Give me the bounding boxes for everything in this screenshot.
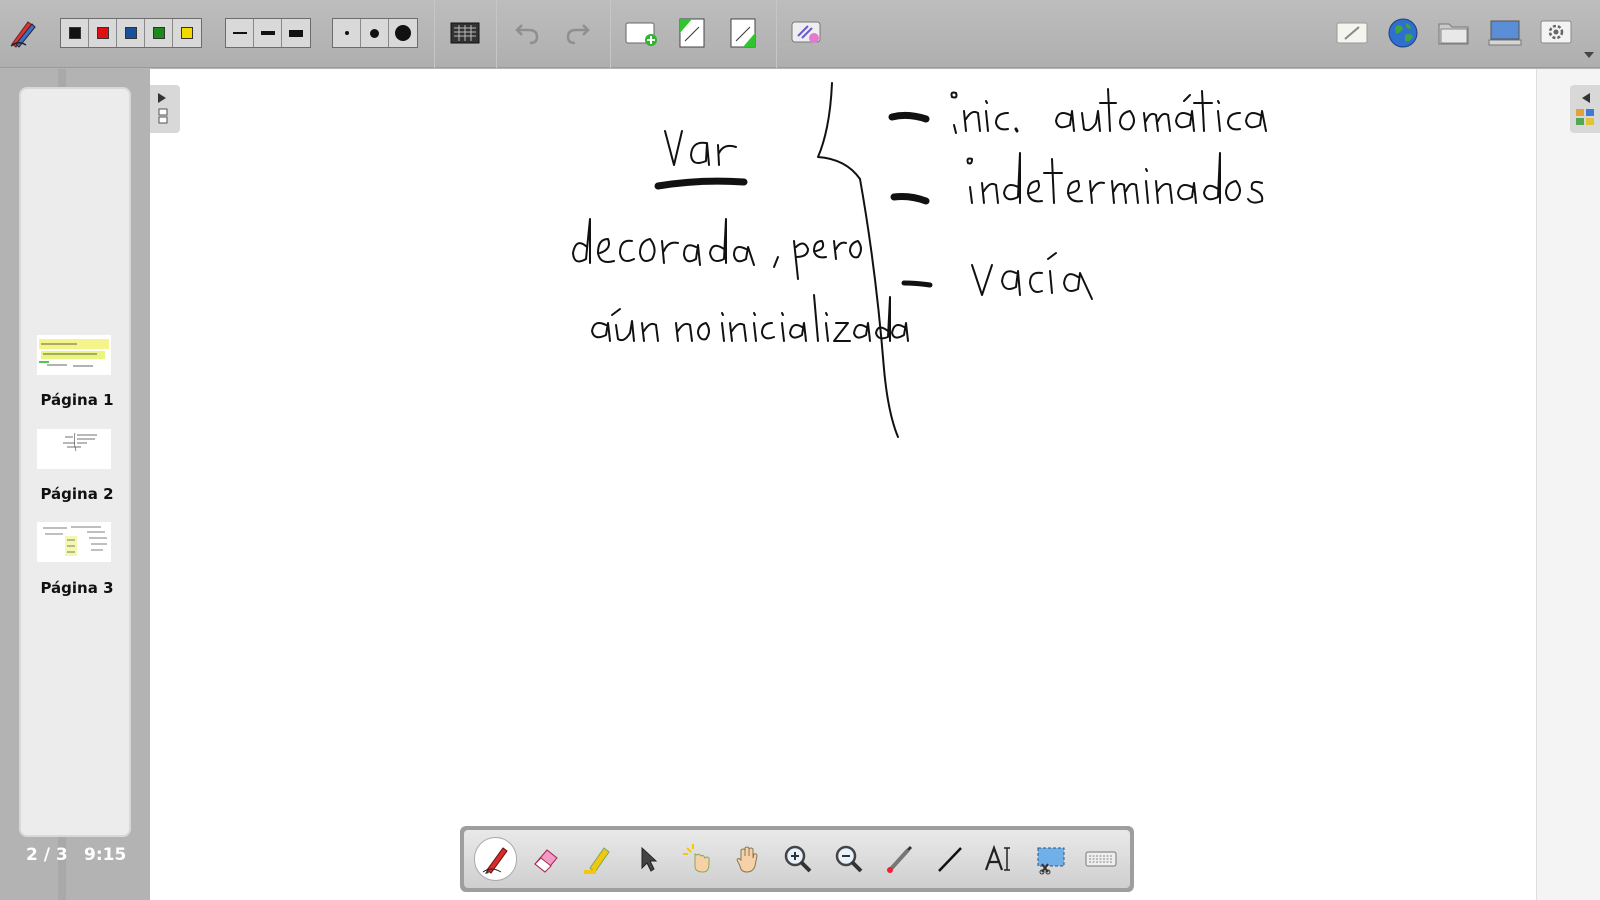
eraser-small-button[interactable] [333,19,361,47]
pen-color-group [60,18,202,48]
background-grid-icon[interactable] [448,16,482,50]
page-thumbnail-list: Página 1 Página 2 Página 3 [19,87,131,837]
page-3-label[interactable]: Página 3 [40,579,114,597]
page-panel-toggle-tab[interactable] [150,85,180,133]
page-panel: Página 1 Página 2 Página 3 2 / 3 9:15 [0,69,150,900]
desktop-mode-icon[interactable] [1488,16,1522,50]
settings-icon[interactable] [1539,16,1573,50]
eraser-tool-icon[interactable] [524,837,567,881]
zoom-in-tool-icon[interactable] [777,837,820,881]
clear-page-icon[interactable] [790,16,824,50]
zoom-out-tool-icon[interactable] [827,837,870,881]
pen-tool-icon[interactable] [474,837,518,881]
line-thin-button[interactable] [226,19,254,47]
page-1-thumbnail[interactable] [37,335,111,375]
text-tool-icon[interactable] [979,837,1022,881]
toolbar-menu-caret-icon[interactable] [1584,52,1594,58]
page-counter: 2 / 3 [26,845,68,865]
board-tools-icon[interactable] [6,16,40,50]
expand-right-icon [158,93,166,103]
color-red-button[interactable] [89,19,117,47]
next-page-icon[interactable] [726,16,760,50]
handwriting-strokes [572,82,1267,438]
eraser-size-group [332,18,418,48]
color-green-button[interactable] [145,19,173,47]
top-toolbar [0,0,1600,68]
color-blue-button[interactable] [117,19,145,47]
line-thick-button[interactable] [282,19,310,47]
line-width-group [225,18,311,48]
documents-folder-icon[interactable] [1437,16,1471,50]
highlighter-tool-icon[interactable] [575,837,618,881]
page-status: 2 / 3 9:15 [0,845,150,871]
tool-palette [460,826,1134,892]
board-mode-icon[interactable] [1335,16,1369,50]
color-yellow-button[interactable] [173,19,201,47]
page-2-label[interactable]: Página 2 [40,485,114,503]
eraser-large-button[interactable] [389,19,417,47]
page-1-label[interactable]: Página 1 [40,391,114,409]
capture-tool-icon[interactable] [1029,837,1072,881]
right-edge-strip [1536,69,1600,900]
color-black-button[interactable] [61,19,89,47]
virtual-keyboard-tool-icon[interactable] [1079,837,1122,881]
eraser-medium-button[interactable] [361,19,389,47]
interact-tool-icon[interactable] [676,837,719,881]
line-medium-button[interactable] [254,19,282,47]
web-browser-icon[interactable] [1386,16,1420,50]
whiteboard-canvas[interactable] [150,69,1536,900]
hand-tool-icon[interactable] [726,837,769,881]
redo-icon[interactable] [561,16,595,50]
expand-left-icon [1582,93,1590,103]
library-panel-toggle-tab[interactable] [1570,85,1600,133]
undo-icon[interactable] [510,16,544,50]
laser-pointer-tool-icon[interactable] [878,837,921,881]
selector-tool-icon[interactable] [625,837,668,881]
line-tool-icon[interactable] [928,837,971,881]
page-2-thumbnail[interactable] [37,429,111,469]
previous-page-icon[interactable] [675,16,709,50]
clock: 9:15 [84,845,127,865]
new-page-icon[interactable] [624,16,658,50]
page-3-thumbnail[interactable] [37,522,111,562]
